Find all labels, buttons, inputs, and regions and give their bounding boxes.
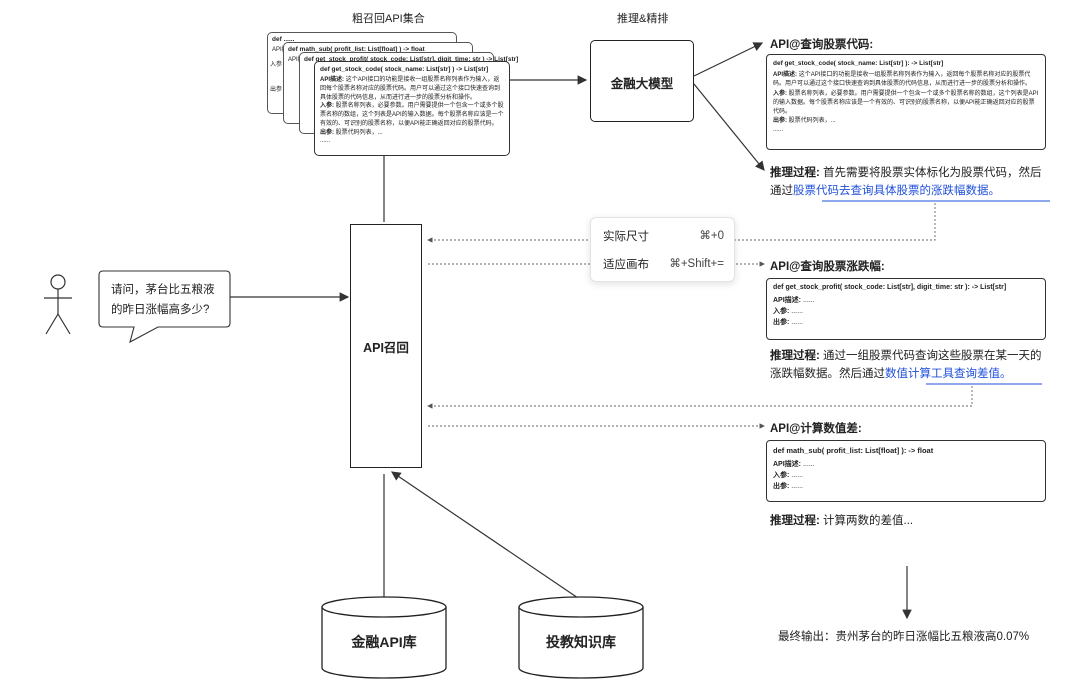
llm-node: 金融大模型 [590,40,694,122]
dashed-loop-1 [427,203,936,243]
stack-front-desc: 这个API接口的功能是接收一组股票名称列表作为输入，返回每个股票名称对应的股票代… [320,77,501,101]
menu-item-actual-size[interactable]: 实际尺寸 ⌘+0 [603,228,724,248]
fin-api-lib-drum [321,596,447,679]
step1-card: def get_stock_code( stock_name: List[str… [766,54,1046,150]
zoom-context-menu: 实际尺寸 ⌘+0 适应画布 ⌘+Shift+= [590,217,735,282]
api-recall-node: API召回 [350,224,422,468]
stack-front-ellipsis: ...... [320,138,331,145]
dashed-loop-2 [427,386,973,409]
speech-bubble [98,270,231,344]
step1-out-label: 出参: [773,118,787,125]
stack-card-3-sig: def math_sub( profit_list: List[float] )… [288,46,425,53]
step3-out-label: 出参: [773,483,790,491]
stack-card-front: def get_stock_code( stock_name: List[str… [314,61,510,156]
stack-front-out-label: 出参: [320,129,334,136]
step3-reason: 推理过程: 计算两数的差值... [770,512,1048,530]
step3-desc-label: API描述: [773,461,801,468]
step1-in-label: 入参: [773,90,787,97]
menu-item-actual-size-shortcut: ⌘+0 [699,230,724,242]
fin-api-lib-label: 金融API库 [351,634,417,650]
step2-sig: def get_stock_profit( stock_code: List[s… [773,284,1007,291]
api-recall-label: API召回 [363,341,409,355]
stack-card-3-desc: API描 [288,57,304,64]
stack-card-4-sig: def ...... [272,36,295,43]
step2-desc: ...... [802,297,815,304]
arrow-llm-to-reason1 [693,83,765,171]
step2-in-label: 入参: [773,308,790,316]
stack-front-in-label: 入参: [320,103,334,110]
step1-desc-label: API描述: [773,72,798,78]
step3-title: API@计算数值差: [770,423,862,435]
step2-reason-text: 通过一组股票代码查询这些股票在某一天的涨跌幅数据。然后通过 [770,350,1042,381]
step1-reason-label: 推理过程: [770,167,820,179]
stack-front-sig: def get_stock_code( stock_name: List[str… [320,66,489,73]
step3-reason-label: 推理过程: [770,515,820,527]
step2-title: API@查询股票涨跌幅: [770,261,885,273]
step3-in-label: 入参: [773,472,790,480]
stack-front-out: 股票代码列表，... [335,129,383,136]
step1-reason-text: 首先需要将股票实体标化为股票代码，然后通过 [770,167,1042,198]
step2-reason-highlight: 数值计算工具查询差值。 [885,368,1012,381]
menu-item-fit-canvas-shortcut: ⌘+Shift+= [669,258,724,270]
menu-item-fit-canvas-label: 适应画布 [603,259,649,271]
step2-out: ...... [791,319,803,327]
stack-side-out: 出参 [270,86,283,93]
step1-desc: 这个API接口的功能是接收一组股票名称列表作为输入，返回每个股票名称对应的股票代… [773,72,1032,88]
step1-reason: 推理过程: 首先需要将股票实体标化为股票代码，然后通过股票代码去查询具体股票的涨… [770,164,1048,201]
step2-reason: 推理过程: 通过一组股票代码查询这些股票在某一天的涨跌幅数据。然后通过数值计算工… [770,347,1048,384]
step3-card: def math_sub( profit_list: List[float] )… [766,440,1046,502]
arrow-kb-to-recall [391,471,579,599]
step2-reason-label: 推理过程: [770,350,820,362]
llm-node-label: 金融大模型 [610,77,674,91]
step3-reason-text: 计算两数的差值... [823,515,914,527]
step1-more: ...... [773,126,784,133]
final-output: 最终输出：贵州茅台的昨日涨幅比五粮液高0.07% [778,631,1030,643]
step3-sig: def math_sub( profit_list: List[float] )… [773,446,934,455]
step1-out: 股票代码列表，... [788,118,836,125]
menu-item-fit-canvas[interactable]: 适应画布 ⌘+Shift+= [603,256,724,276]
step1-title: API@查询股票代码: [770,39,874,51]
step1-reason-highlight: 股票代码去查询具体股票的涨跌幅数据。 [793,185,1000,198]
user-question: 请问，茅台比五粮液的昨日涨幅高多少? [111,284,215,316]
menu-item-actual-size-label: 实际尺寸 [603,231,649,243]
step1-sig: def get_stock_code( stock_name: List[str… [773,60,944,67]
rank-label: 推理&精排 [617,13,669,25]
stack-front-in: 股票名称列表，必要参数。用户需要提供一个包含一个或多个股票名称的数组，这个列表是… [320,103,504,127]
step2-out-label: 出参: [773,319,790,327]
step2-in: ...... [791,308,803,316]
arrow-llm-to-step1 [693,42,764,77]
step2-card: def get_stock_profit( stock_code: List[s… [766,278,1046,340]
stack-card-4-desc: API描 [272,47,288,54]
step3-out: ...... [791,483,803,491]
step2-desc-label: API描述: [773,297,801,304]
stack-card-2-sig: def get_stock_profit( stock_code: List[s… [304,56,519,63]
kb-drum [518,596,644,679]
step1-in: 股票名称列表，必要参数。用户需要提供一个包含一个或多个股票名称的数组，这个列表是… [773,90,1039,116]
step3-in: ...... [791,472,803,480]
user-figure-icon [44,274,72,335]
stack-front-desc-label: API描述: [320,77,345,84]
kb-label: 投教知识库 [546,634,616,650]
recall-set-label: 粗召回API集合 [352,13,425,25]
stack-side-in: 入参 [270,62,283,68]
stack-side-labels: 入参 出参 [270,57,294,94]
step3-desc: ...... [802,461,815,468]
